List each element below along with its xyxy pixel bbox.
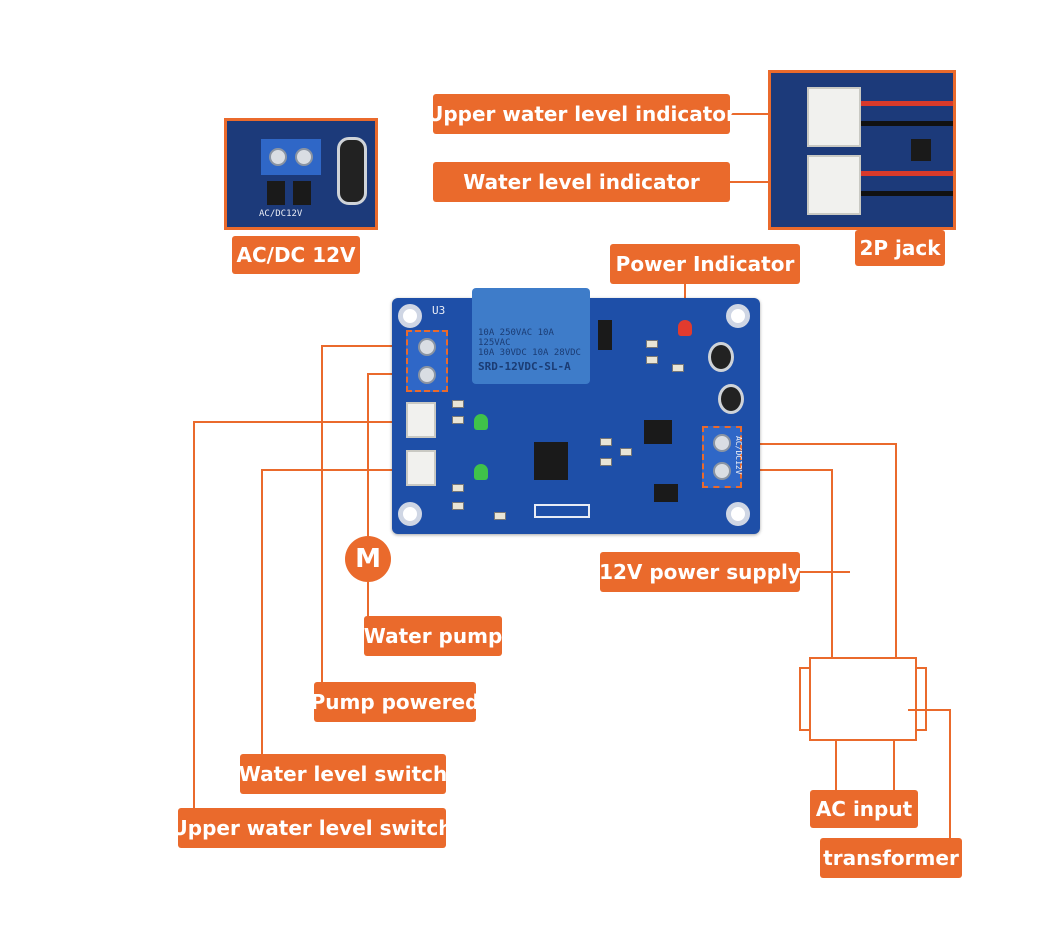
relay-diode — [598, 320, 612, 350]
relay: 10A 250VAC 10A 125VAC 10A 30VDC 10A 28VD… — [472, 288, 590, 384]
mount-hole-tr — [726, 304, 750, 328]
smd-resistor — [646, 356, 658, 364]
smd-resistor — [452, 400, 464, 408]
label-water-pump: Water pump — [364, 616, 502, 656]
motor-symbol: M — [345, 536, 391, 582]
label-upper-water-level-indicator: Upper water level indicator — [427, 94, 736, 134]
inset-ic — [911, 139, 931, 161]
transformer-left-coil — [799, 667, 811, 731]
inset-jack-upper — [807, 87, 861, 147]
inset-wire-red-2 — [861, 171, 953, 176]
jack-upper-level — [406, 402, 436, 438]
smd-resistor — [452, 484, 464, 492]
label-12v-power-supply: 12V power supply — [599, 552, 801, 592]
line-water-level-switch — [261, 469, 404, 760]
smd-resistor — [672, 364, 684, 372]
label-pump-powered: Pump powered — [311, 682, 479, 722]
jack-2p-photo — [768, 70, 956, 230]
regulator — [644, 420, 672, 444]
relay-model: SRD-12VDC-SL-A — [478, 360, 571, 373]
relay-rating-2: 10A 30VDC 10A 28VDC — [478, 348, 581, 358]
smd-resistor — [494, 512, 506, 520]
label-2p-jack: 2P jack — [855, 230, 945, 266]
power-screw-lower — [713, 462, 731, 480]
line-transformer-label — [908, 709, 951, 842]
smd-resistor — [620, 448, 632, 456]
power-screw-upper — [713, 434, 731, 452]
led-upper-level — [474, 414, 488, 430]
acdc-terminal-photo: AC/DC12V — [224, 118, 378, 230]
label-ac-input: AC input — [810, 790, 918, 828]
led-water-level — [474, 464, 488, 480]
power-terminal-text: AC/DC12V — [734, 436, 743, 475]
transformer-right-coil — [915, 667, 927, 731]
inset-terminal-block — [261, 139, 321, 175]
capacitor-1 — [708, 342, 734, 372]
label-water-level-switch: Water level switch — [239, 754, 447, 794]
mount-hole-br — [726, 502, 750, 526]
controller-board: U3 10A 250VAC 10A 125VAC 10A 30VDC 10A 2… — [392, 288, 760, 534]
inset-wire-red-1 — [861, 101, 953, 106]
smd-resistor — [452, 502, 464, 510]
label-upper-water-level-switch: Upper water level switch — [172, 808, 452, 848]
board-id: U3 — [432, 304, 446, 317]
inset-jack-lower — [807, 155, 861, 215]
line-upper-level-switch — [193, 421, 404, 812]
pin-header — [534, 504, 590, 518]
label-water-level-indicator: Water level indicator — [433, 162, 730, 202]
line-supply-lower — [740, 469, 833, 658]
pump-screw-upper — [418, 338, 436, 356]
relay-rating-1: 10A 250VAC 10A 125VAC — [478, 328, 554, 348]
power-terminal — [702, 426, 742, 488]
inset-screw-left — [269, 148, 287, 166]
inset-diode-left — [267, 181, 285, 205]
inset-diode-right — [293, 181, 311, 205]
label-acdc-12v: AC/DC 12V — [232, 236, 360, 274]
pump-terminal — [406, 330, 448, 392]
mount-hole-bl — [398, 502, 422, 526]
line-supply-upper — [740, 443, 897, 658]
transformer-body — [809, 657, 917, 741]
inset-wire-black-1 — [861, 121, 953, 126]
capacitor-2 — [718, 384, 744, 414]
label-power-indicator: Power Indicator — [610, 244, 800, 284]
inset-capacitor — [337, 137, 367, 205]
mount-hole-tl — [398, 304, 422, 328]
inset-screw-right — [295, 148, 313, 166]
smd-resistor — [452, 416, 464, 424]
inset-wire-black-2 — [861, 191, 953, 196]
jack-water-level — [406, 450, 436, 486]
inset-terminal-text: AC/DC12V — [259, 209, 303, 219]
pump-screw-lower — [418, 366, 436, 384]
smd-resistor — [646, 340, 658, 348]
smd-resistor — [600, 458, 612, 466]
logic-ic — [534, 442, 568, 480]
led-power — [678, 320, 692, 336]
label-transformer: transformer — [820, 838, 962, 878]
line-pump-powered — [321, 345, 420, 686]
transistor — [654, 484, 678, 502]
smd-resistor — [600, 438, 612, 446]
